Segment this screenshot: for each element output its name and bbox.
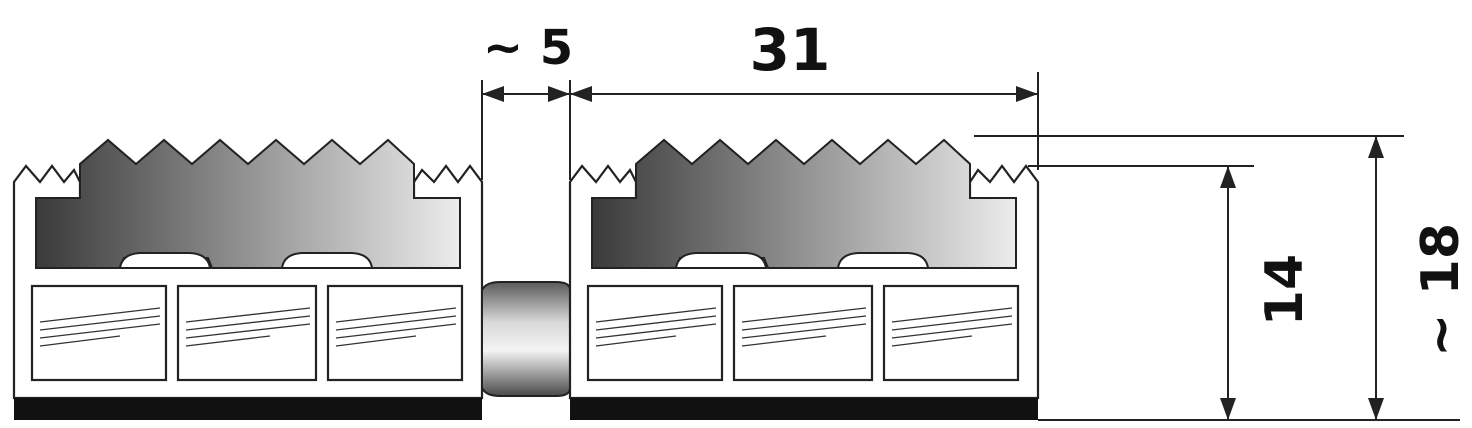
inner-height-dimension-label: 14 bbox=[1255, 254, 1315, 326]
left-insert-slot-1 bbox=[118, 252, 212, 269]
left-base-strip bbox=[14, 398, 482, 420]
left-chamber-3 bbox=[326, 284, 464, 382]
gap-dimension-label: ~ 5 bbox=[483, 20, 573, 76]
right-chamber-3 bbox=[882, 284, 1020, 382]
total-height-dimension-label: ~ 18 bbox=[1411, 223, 1471, 357]
total-height-arrow-top bbox=[1368, 136, 1384, 158]
right-base-strip bbox=[570, 398, 1038, 420]
width-arrow-left bbox=[570, 86, 592, 102]
width-arrow-right bbox=[1016, 86, 1038, 102]
gap-arrow-left bbox=[482, 86, 504, 102]
right-profile bbox=[568, 138, 1040, 420]
right-insert-slot-1 bbox=[674, 252, 768, 269]
left-profile bbox=[12, 138, 484, 420]
inner-height-arrow-bottom bbox=[1220, 398, 1236, 420]
left-chamber-hatching bbox=[39, 307, 457, 347]
left-chamber-1 bbox=[30, 284, 168, 382]
inner-height-arrow-top bbox=[1220, 166, 1236, 188]
left-chamber-2 bbox=[176, 284, 318, 382]
width-dimension-label: 31 bbox=[750, 16, 831, 84]
gap-arrow-right bbox=[548, 86, 570, 102]
right-insert-slot-2 bbox=[836, 252, 930, 269]
total-height-arrow-bottom bbox=[1368, 398, 1384, 420]
left-rubber-insert bbox=[35, 138, 461, 269]
right-chamber-2 bbox=[732, 284, 874, 382]
left-insert-slot-2 bbox=[280, 252, 374, 269]
spacer-connector bbox=[481, 281, 571, 397]
right-chamber-1 bbox=[586, 284, 724, 382]
right-rubber-insert bbox=[591, 138, 1017, 269]
right-chamber-hatching bbox=[595, 307, 1013, 347]
